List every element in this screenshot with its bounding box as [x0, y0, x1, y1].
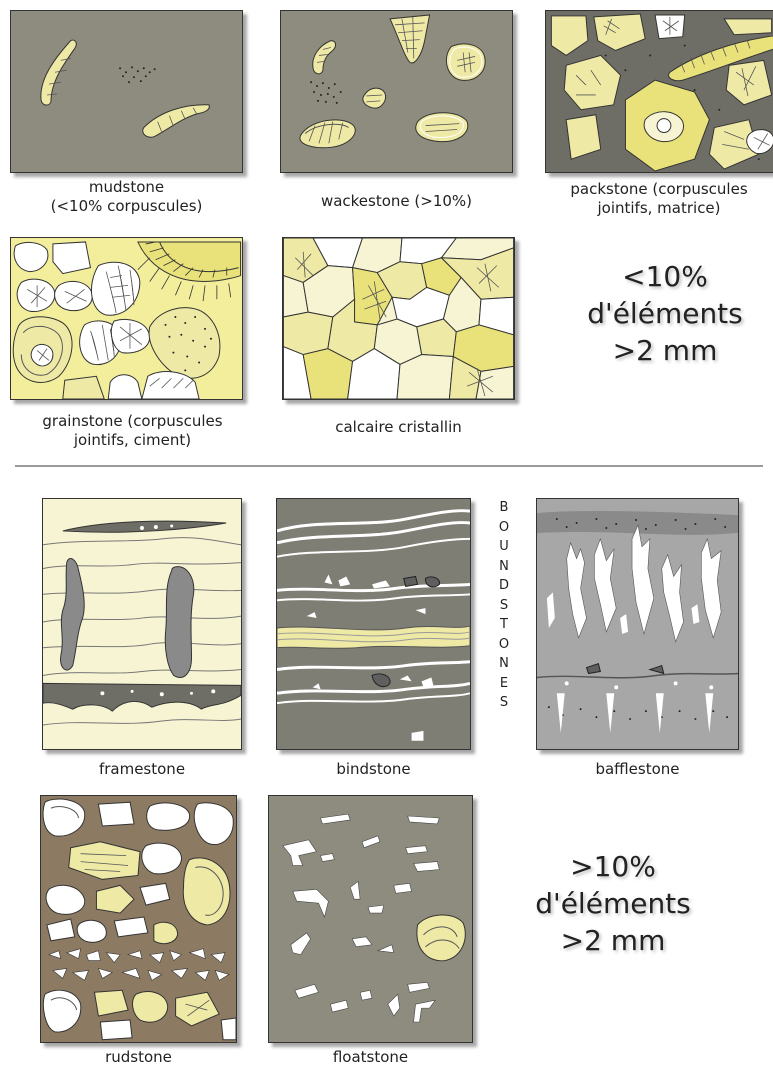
bindstone-illustration	[277, 499, 470, 749]
wackestone-illustration	[281, 11, 512, 172]
framestone-caption: framestone	[42, 760, 242, 779]
bafflestone-caption: bafflestone	[536, 760, 739, 779]
packstone-illustration	[546, 11, 773, 172]
calcaire-cristallin-caption: calcaire cristallin	[282, 418, 515, 437]
calcaire-cristallin-panel	[282, 237, 515, 400]
floatstone-illustration	[269, 796, 472, 1042]
rudstone-illustration	[41, 796, 236, 1042]
grainstone-illustration	[11, 238, 242, 399]
packstone-caption: packstone (corpuscules jointifs, matrice…	[545, 180, 773, 218]
mudstone-caption: mudstone (<10% corpuscules)	[10, 178, 243, 216]
rudstone-panel	[40, 795, 237, 1043]
section-divider	[15, 465, 763, 467]
calcaire-cristallin-illustration	[283, 238, 514, 399]
packstone-panel	[545, 10, 773, 173]
bindstone-panel	[276, 498, 471, 750]
floatstone-caption: floatstone	[268, 1048, 473, 1067]
wackestone-caption: wackestone (>10%)	[280, 192, 513, 211]
group-label-greater-than-10: >10% d'éléments >2 mm	[498, 848, 728, 959]
bafflestone-illustration	[537, 499, 738, 749]
rudstone-caption: rudstone	[40, 1048, 237, 1067]
bafflestone-panel	[536, 498, 739, 750]
mudstone-panel	[10, 10, 243, 173]
wackestone-panel	[280, 10, 513, 173]
grainstone-caption: grainstone (corpuscules jointifs, ciment…	[10, 412, 255, 450]
framestone-illustration	[43, 499, 241, 749]
group-label-less-than-10: <10% d'éléments >2 mm	[560, 258, 770, 369]
bindstone-caption: bindstone	[276, 760, 471, 779]
boundstones-vertical-label: B O U N D S T O N E S	[496, 498, 512, 713]
mudstone-illustration	[11, 11, 242, 172]
floatstone-panel	[268, 795, 473, 1043]
framestone-panel	[42, 498, 242, 750]
grainstone-panel	[10, 237, 243, 400]
